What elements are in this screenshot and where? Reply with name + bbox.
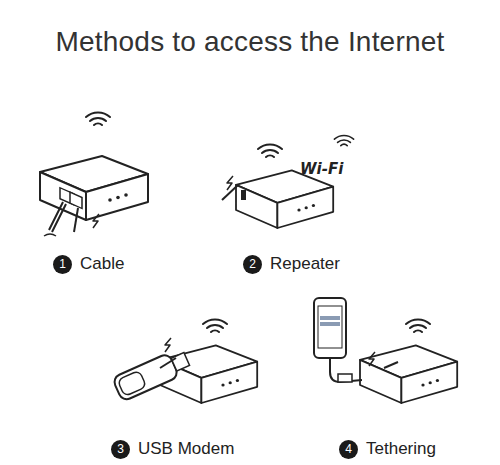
- callout-number: 2: [243, 255, 262, 274]
- method-caption: USB Modem: [138, 439, 234, 459]
- numbered-caption: 2 Repeater: [243, 254, 340, 274]
- router-usb-modem: [112, 319, 257, 403]
- wifi-label: Wi-Fi: [300, 160, 343, 178]
- router-tethering: [314, 298, 457, 403]
- method-caption: Cable: [80, 254, 124, 274]
- numbered-caption: 3 USB Modem: [111, 439, 234, 459]
- method-caption: Repeater: [270, 254, 340, 274]
- method-caption: Tethering: [366, 439, 436, 459]
- page-title: Methods to access the Internet: [0, 26, 500, 58]
- router-cable: [40, 112, 148, 236]
- callout-number: 1: [53, 255, 72, 274]
- router-repeater: [222, 136, 354, 228]
- numbered-caption: 1 Cable: [53, 254, 124, 274]
- callout-number: 4: [339, 440, 358, 459]
- callout-number: 3: [111, 440, 130, 459]
- numbered-caption: 4 Tethering: [339, 439, 436, 459]
